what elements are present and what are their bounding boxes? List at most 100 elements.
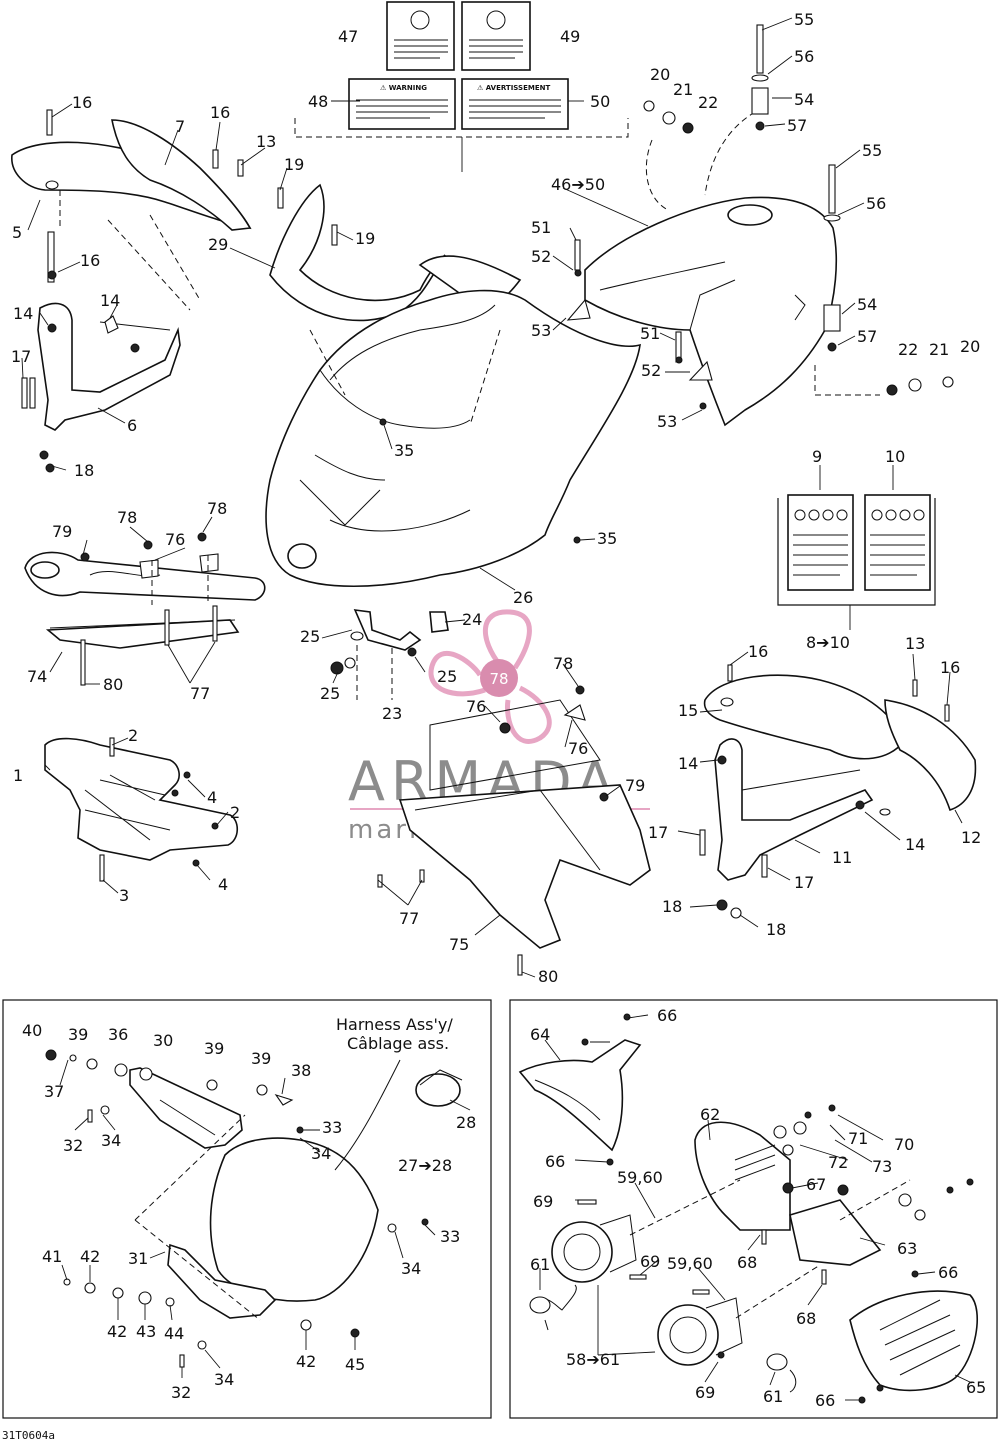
callout-label: 29 (208, 235, 228, 254)
callout-label: 12 (961, 828, 981, 847)
callout-label: 76 (165, 530, 185, 549)
callout-label: 63 (897, 1239, 917, 1258)
callout-label: 78 (553, 654, 573, 673)
callout-label: 5 (12, 223, 22, 242)
callout-label: 21 (929, 340, 949, 359)
callout-label: 54 (794, 90, 814, 109)
callout-label: 30 (153, 1031, 173, 1050)
decal-10 (864, 494, 931, 591)
callout-label: 27➔28 (398, 1156, 452, 1175)
callout-label: 76 (568, 739, 588, 758)
harness-label-line2: Câblage ass. (347, 1034, 449, 1053)
callout-label: 35 (597, 529, 617, 548)
callout-label: 78 (207, 499, 227, 518)
callout-label: 16 (748, 642, 768, 661)
callout-label: 4 (207, 788, 217, 807)
callout-label: 38 (291, 1061, 311, 1080)
callout-label: 53 (531, 321, 551, 340)
callout-label: 33 (440, 1227, 460, 1246)
callout-label: 70 (894, 1135, 914, 1154)
callout-label: 11 (832, 848, 852, 867)
callout-label: 45 (345, 1355, 365, 1374)
front-bumper-assembly (24, 532, 266, 686)
propeller-icon (428, 609, 552, 744)
callout-label: 48 (308, 92, 328, 111)
decal-50 (461, 78, 569, 130)
rear-bumper-assembly (44, 737, 239, 882)
callout-label: 42 (296, 1352, 316, 1371)
drawing-code: 31T0604a (2, 1429, 55, 1442)
callout-label: 19 (284, 155, 304, 174)
callout-label: 55 (794, 10, 814, 29)
callout-label: 49 (560, 27, 580, 46)
callout-label: 16 (210, 103, 230, 122)
callout-label: 50 (590, 92, 610, 111)
callout-label: 58➔61 (566, 1350, 620, 1369)
callout-label: 25 (300, 627, 320, 646)
rear-console-assembly (566, 24, 954, 427)
callout-label: 68 (796, 1309, 816, 1328)
callout-label: 33 (322, 1118, 342, 1137)
callout-label: 13 (256, 132, 276, 151)
callout-label: 42 (107, 1322, 127, 1341)
callout-label: 55 (862, 141, 882, 160)
callout-label: 22 (898, 340, 918, 359)
callout-label: 18 (662, 897, 682, 916)
callout-label: 18 (766, 920, 786, 939)
callout-labels: 47 49 48 50 46➔50 20 21 22 55 56 54 57 5… (2, 10, 986, 1442)
callout-label: 10 (885, 447, 905, 466)
callout-label: 54 (857, 295, 877, 314)
callout-label: 2 (128, 726, 138, 745)
callout-label: 79 (625, 776, 645, 795)
callout-label: 16 (80, 251, 100, 270)
callout-label: 66 (657, 1006, 677, 1025)
callout-label: 52 (641, 361, 661, 380)
callout-label: 72 (828, 1153, 848, 1172)
callout-label: 7 (175, 117, 185, 136)
callout-label: 39 (68, 1025, 88, 1044)
callout-label: 80 (538, 967, 558, 986)
callout-label: 59,60 (617, 1168, 663, 1187)
callout-label: 16 (72, 93, 92, 112)
callout-label: 41 (42, 1247, 62, 1266)
callout-label: 34 (311, 1144, 331, 1163)
callout-label: 25 (437, 667, 457, 686)
callout-label: 18 (74, 461, 94, 480)
callout-label: 62 (700, 1105, 720, 1124)
callout-label: 17 (648, 823, 668, 842)
callout-label: 43 (136, 1322, 156, 1341)
hood-assembly (265, 183, 641, 700)
callout-label: 4 (218, 875, 228, 894)
decal-50-title: ⚠ AVERTISSEMENT (477, 84, 550, 92)
callout-label: 39 (251, 1049, 271, 1068)
right-fender-assembly (699, 664, 977, 919)
callout-label: 39 (204, 1039, 224, 1058)
callout-label: 51 (640, 324, 660, 343)
callout-label: 16 (940, 658, 960, 677)
callout-label: 14 (100, 291, 120, 310)
callout-label: 34 (401, 1259, 421, 1278)
callout-label: 2 (230, 803, 240, 822)
callout-label: 71 (848, 1129, 868, 1148)
callout-label: 77 (190, 684, 210, 703)
callout-label: 75 (449, 935, 469, 954)
callout-label: 17 (11, 347, 31, 366)
watermark-badge (480, 659, 518, 697)
callout-label: 74 (27, 667, 47, 686)
callout-label: 24 (462, 610, 482, 629)
callout-label: 9 (812, 447, 822, 466)
callout-label: 35 (394, 441, 414, 460)
callout-label: 8➔10 (806, 633, 850, 652)
callout-label: 78 (117, 508, 137, 527)
decal-48-title: ⚠ WARNING (380, 84, 427, 92)
callout-label: 14 (13, 304, 33, 323)
callout-label: 46➔50 (551, 175, 605, 194)
callout-label: 23 (382, 704, 402, 723)
callout-label: 53 (657, 412, 677, 431)
callout-label: 22 (698, 93, 718, 112)
callout-label: 68 (737, 1253, 757, 1272)
callout-label: 64 (530, 1025, 550, 1044)
decal-47 (386, 1, 455, 71)
decal-9 (787, 494, 854, 591)
callout-label: 77 (399, 909, 419, 928)
